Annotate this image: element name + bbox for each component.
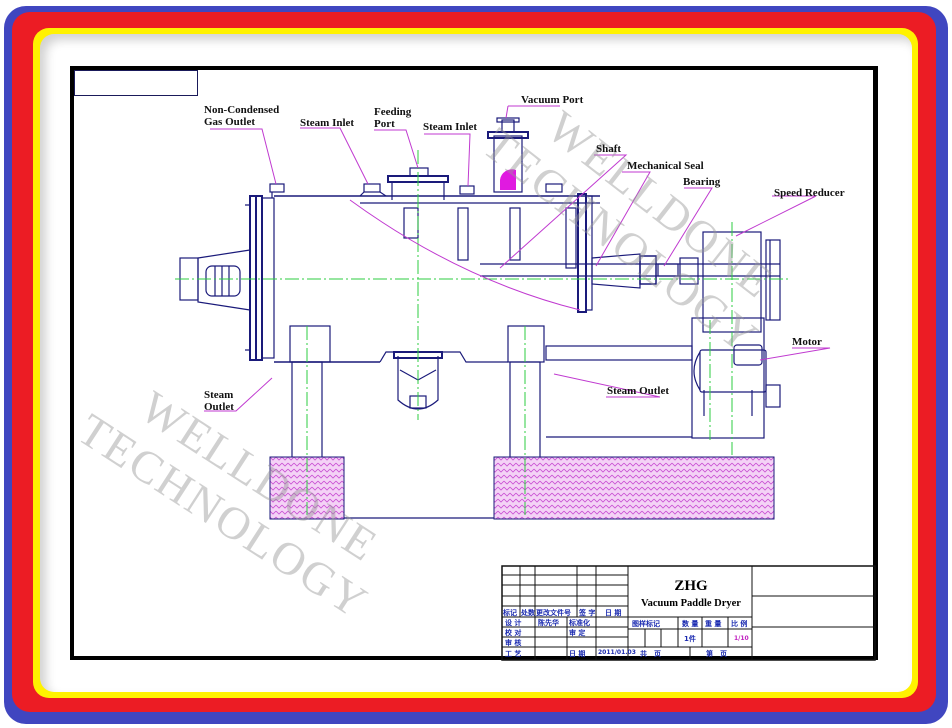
drawing-number-box <box>74 70 198 96</box>
row-design-name: 陈先华 <box>538 619 559 627</box>
info-header-mark: 图样标记 <box>632 620 660 628</box>
row-check-label: 校 对 <box>505 629 522 637</box>
foundation-right <box>493 456 775 520</box>
label-steam-outlet-left: Steam Outlet <box>204 389 234 413</box>
label-steam-inlet-left: Steam Inlet <box>300 117 355 129</box>
label-motor: Motor <box>792 336 822 348</box>
scale-value: 1/10 <box>734 635 749 642</box>
quantity-value: 1件 <box>684 635 696 643</box>
sheet-number: 第 页 <box>706 650 727 658</box>
drawing-sheet <box>70 66 878 660</box>
rev-header-count: 处数 <box>521 609 535 617</box>
label-steam-inlet-right: Steam Inlet <box>423 121 478 133</box>
rev-header-date: 日 期 <box>605 609 622 617</box>
info-header-qty: 数 量 <box>682 620 699 628</box>
label-feeding-port: Feeding Port <box>374 106 412 130</box>
rev-header-sign: 签 字 <box>579 609 596 617</box>
row-date-label: 日 期 <box>569 650 586 658</box>
drawing-title: Vacuum Paddle Dryer <box>641 598 741 609</box>
label-shaft: Shaft <box>596 143 622 155</box>
drawing-model: ZHG <box>674 578 708 594</box>
row-approve-label: 审 定 <box>569 629 586 637</box>
label-vacuum-port: Vacuum Port <box>521 94 584 106</box>
label-mechanical-seal: Mechanical Seal <box>627 160 704 172</box>
rev-header-mark: 标记 <box>503 609 517 617</box>
label-bearing: Bearing <box>683 176 721 188</box>
row-date-value: 2011/01.03 <box>598 649 636 656</box>
row-standard-label: 标准化 <box>569 619 590 627</box>
rev-header-doc: 更改文件号 <box>536 609 571 617</box>
info-header-weight: 重 量 <box>705 620 722 628</box>
sheet-total: 共 页 <box>640 650 661 658</box>
row-design-label: 设 计 <box>505 619 522 627</box>
row-process-label: 工 艺 <box>505 650 522 658</box>
label-steam-outlet-right: Steam Outlet <box>607 385 670 397</box>
label-speed-reducer: Speed Reducer <box>774 187 845 199</box>
label-non-condensed-gas-outlet: Non-Condensed Gas Outlet <box>204 104 280 128</box>
row-review-label: 审 核 <box>505 639 522 647</box>
info-header-scale: 比 例 <box>731 620 748 628</box>
